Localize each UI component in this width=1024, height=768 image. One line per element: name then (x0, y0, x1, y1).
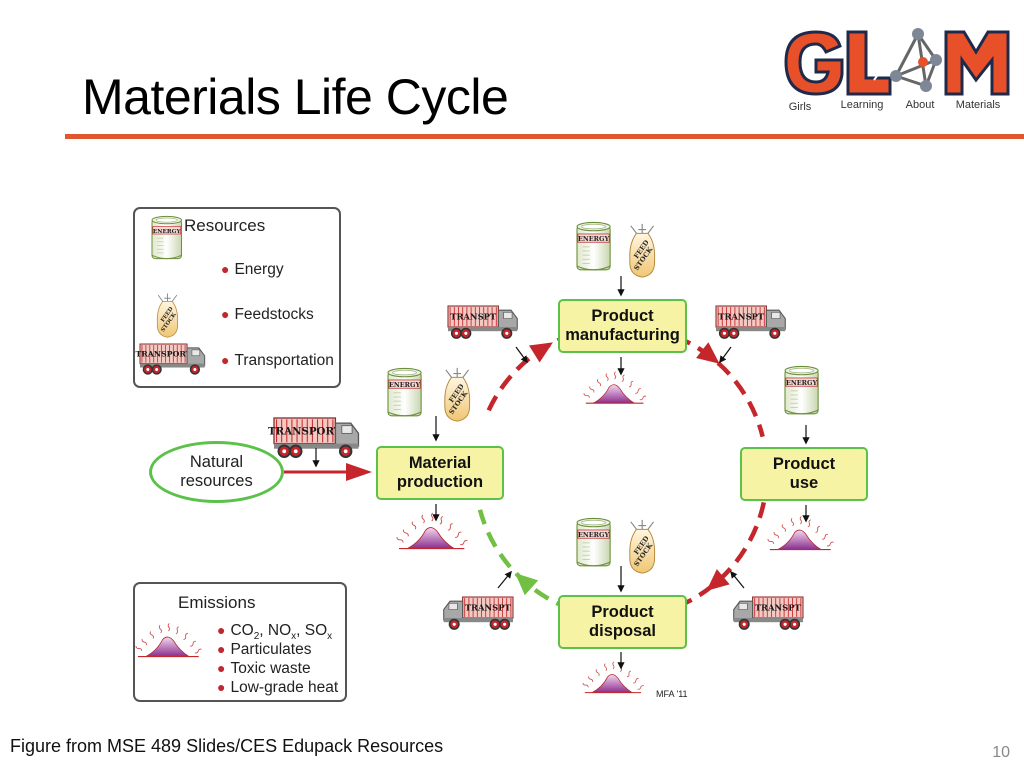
logo-word-learning: Learning (841, 99, 884, 111)
flow-arrow (730, 570, 745, 589)
figure-credit: MFA '11 (656, 689, 688, 699)
bullet-icon: ● (221, 306, 230, 322)
legend-label-energy: Energy (234, 261, 284, 278)
arrowhead-recycle (515, 573, 539, 596)
cycle-arcs (477, 332, 767, 612)
flow-arrow (719, 346, 732, 364)
transport-label: TRANSPORT (268, 426, 342, 438)
slide-title: Materials Life Cycle (82, 69, 509, 125)
legend-item-low-grade-heat: ●Low-grade heat (217, 679, 339, 696)
arrowhead-to-use (696, 342, 720, 364)
legend-item-energy: ●Energy (221, 261, 284, 279)
arrowhead-to-disposal (706, 569, 730, 591)
page-number: 10 (992, 744, 1010, 761)
energy-can-icon: ENERGY (576, 221, 611, 271)
legend-label-transportation: Transportation (234, 352, 334, 369)
transport-truck-icon: TRANSPT (733, 596, 804, 630)
bullet-icon: ● (217, 660, 226, 676)
product-disposal-node: Product disposal (558, 595, 687, 649)
energy-label: ENERGY (578, 531, 610, 539)
arc-use-to-disposal (674, 501, 767, 610)
logo-letter-m (944, 30, 1010, 96)
logo-letter-a-molecule (890, 28, 942, 92)
bullet-icon: ● (221, 352, 230, 368)
transport-label: TRANSPT (465, 603, 512, 613)
energy-can-icon: ENERGY (151, 215, 183, 260)
resources-heading: Resources (184, 216, 266, 235)
bullet-icon: ● (217, 641, 226, 657)
logo-letter-g (784, 30, 844, 96)
energy-can-icon: ENERGY (576, 517, 611, 567)
product-manufacturing-node: Product manufacturing (558, 299, 687, 353)
title-underline (65, 134, 1024, 139)
transport-truck-icon: TRANSPORT (268, 417, 360, 458)
bullet-icon: ● (221, 261, 230, 277)
legend-label-feedstocks: Feedstocks (234, 306, 314, 323)
transport-truck-icon: TRANSPT (715, 305, 786, 339)
legend-item-toxic-waste: ●Toxic waste (217, 660, 311, 677)
energy-label: ENERGY (578, 235, 610, 243)
natural-resources-node: Natural resources (149, 441, 284, 503)
legend-item-transportation: ●Transportation (221, 352, 334, 370)
legend-item-particulates: ●Particulates (217, 641, 312, 658)
transport-truck-icon: TRANSPT (443, 596, 514, 630)
logo-word-about: About (906, 99, 935, 111)
logo-word-materials: Materials (956, 99, 1001, 111)
emissions-heap-icon (135, 623, 202, 658)
transport-truck-icon: TRANSPORT (135, 343, 206, 375)
product-use-node: Product use (740, 447, 868, 501)
glam-logo: Girls Learning About Materials (784, 28, 1010, 113)
figure-source: Figure from MSE 489 Slides/CES Edupack R… (10, 736, 444, 756)
energy-label: ENERGY (389, 381, 421, 389)
flow-arrow (515, 346, 528, 364)
legend-item-gases: ●CO2, NOx, SOx (217, 622, 333, 643)
emissions-heap-icon (767, 516, 834, 551)
transport-label: TRANSPORT (135, 350, 191, 359)
bullet-icon: ● (217, 679, 226, 695)
material-production-node: Material production (376, 446, 504, 500)
transport-label: TRANSPT (718, 312, 765, 322)
arrowhead-to-manufacturing (529, 342, 553, 363)
emissions-heap-icon (583, 371, 647, 404)
transport-label: TRANSPT (450, 312, 497, 322)
logo-letter-l (846, 30, 892, 96)
energy-label: ENERGY (786, 379, 818, 387)
logo-word-girls: Girls (789, 101, 812, 113)
emissions-heading: Emissions (178, 593, 256, 612)
energy-label: ENERGY (153, 229, 182, 235)
bullet-icon: ● (217, 622, 226, 638)
legend-item-feedstocks: ●Feedstocks (221, 306, 314, 324)
transport-label: TRANSPT (755, 603, 802, 613)
input-arrow-head (346, 463, 372, 481)
energy-can-icon: ENERGY (387, 367, 422, 417)
emissions-heap-icon (396, 512, 468, 550)
flow-arrow (497, 570, 512, 589)
emissions-heap-icon (582, 661, 644, 694)
transport-truck-icon: TRANSPT (447, 305, 518, 339)
energy-can-icon: ENERGY (784, 365, 819, 415)
arc-manufacturing-to-use (674, 334, 765, 438)
